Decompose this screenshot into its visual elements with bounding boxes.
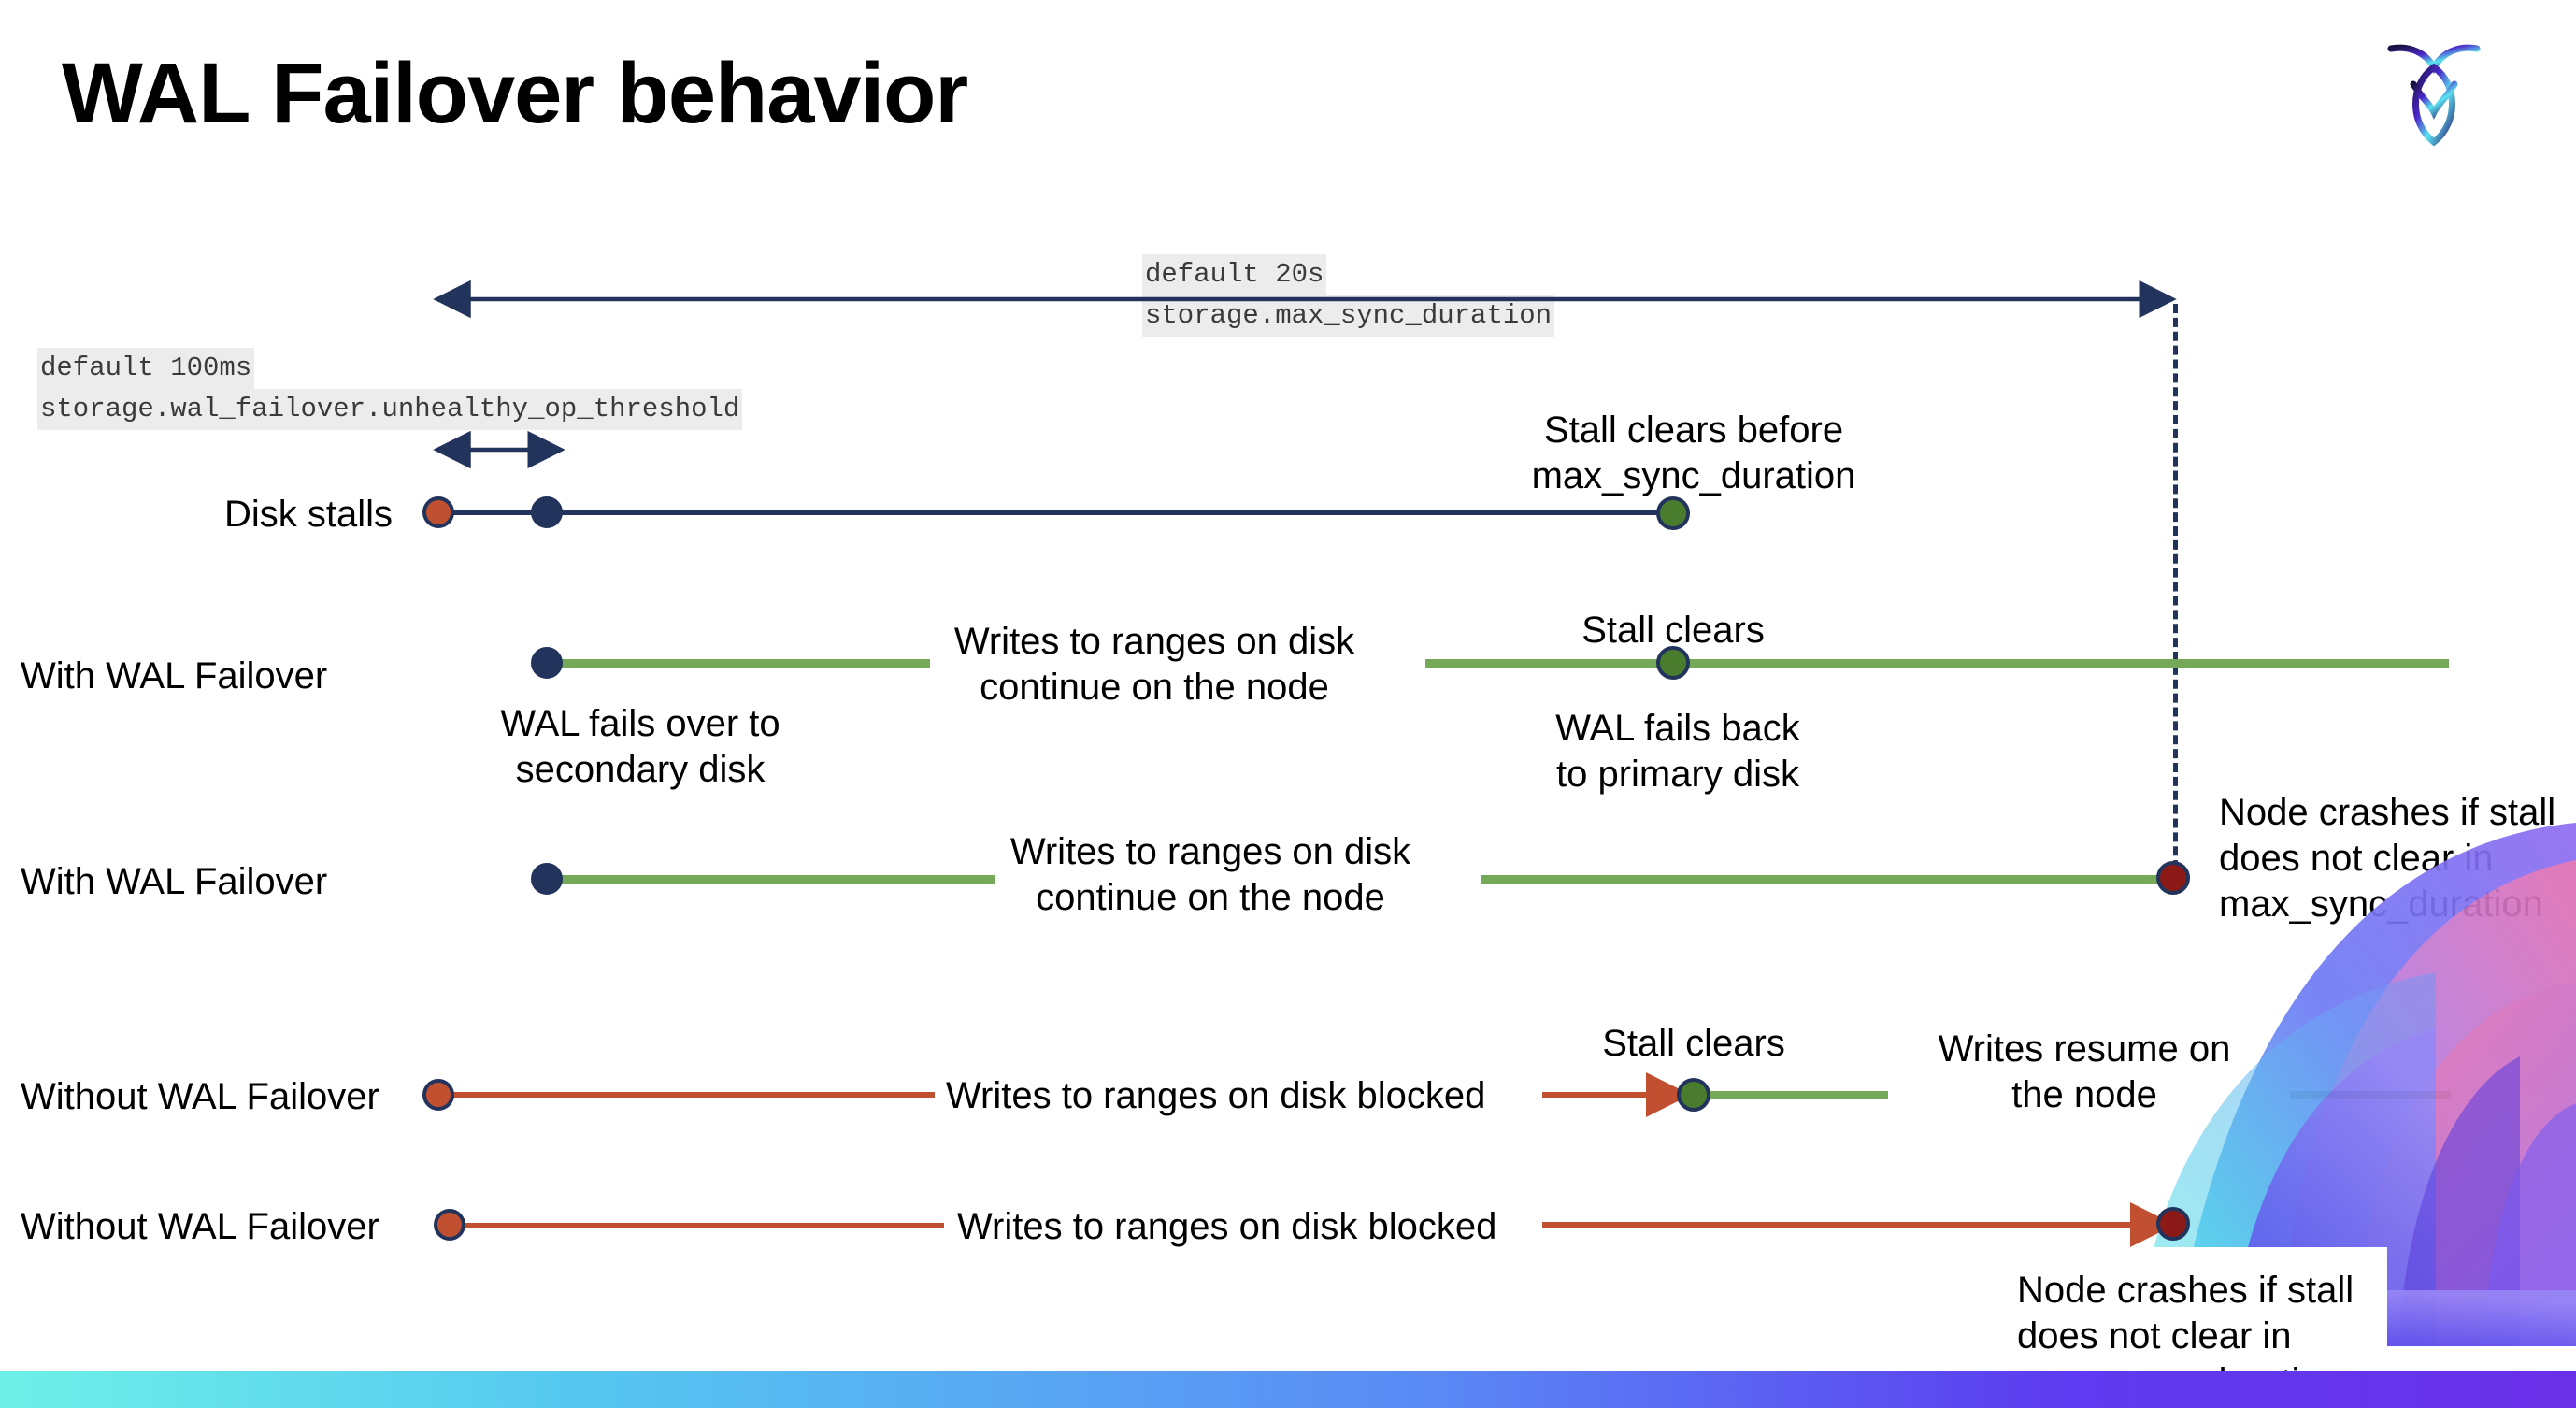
disk-stall-threshold-dot (531, 496, 563, 528)
annotation-unhealthy-op-threshold: default 100ms storage.wal_failover.unhea… (37, 348, 743, 431)
note-stall-clears-2: Stall clears (1602, 1023, 1785, 1064)
disk-stall-start-dot (422, 496, 454, 528)
without-failover-resume-track-a (1701, 1091, 1888, 1099)
row-label-with-wal-failover-clears: With WAL Failover (21, 655, 328, 697)
note-writes-resume: Writes resume on the node (1938, 1028, 2231, 1115)
note-writes-blocked-1: Writes to ranges on disk blocked (946, 1075, 1486, 1116)
note-wal-fails-over: WAL fails over to secondary disk (500, 703, 780, 790)
annotation-max-sync-setting: storage.max_sync_duration (1142, 295, 1555, 338)
wal-failback-dot (1656, 646, 1690, 680)
without-failover-blocked-track-b (454, 1223, 944, 1228)
page-title: WAL Failover behavior (62, 46, 968, 141)
disk-stalls-track (439, 510, 1675, 515)
annotation-max-sync-duration: default 20s storage.max_sync_duration (1142, 254, 1555, 338)
note-writes-blocked-2: Writes to ranges on disk blocked (957, 1206, 1497, 1247)
wal-failover-start-dot-2 (531, 863, 563, 895)
without-failover-stall-start-dot-1 (422, 1079, 454, 1111)
note-stall-clears-before: Stall clears before max_sync_duration (1531, 409, 1856, 496)
row-label-disk-stalls: Disk stalls (223, 494, 393, 535)
node-crash-dot-1 (2156, 861, 2190, 895)
annotation-max-sync-default: default 20s (1142, 254, 1327, 296)
note-stall-clears-1: Stall clears (1581, 610, 1765, 651)
row-label-with-wal-failover-crash: With WAL Failover (21, 861, 328, 902)
note-writes-continue-1: Writes to ranges on disk continue on the… (953, 621, 1355, 708)
annotation-unhealthy-setting: storage.wal_failover.unhealthy_op_thresh… (37, 389, 743, 431)
row-label-without-wal-failover-clears: Without WAL Failover (21, 1076, 379, 1117)
annotation-unhealthy-default: default 100ms (37, 348, 255, 390)
row-label-without-wal-failover-crash: Without WAL Failover (21, 1206, 379, 1247)
without-failover-blocked-track-a (441, 1092, 935, 1098)
with-failover-track-b (1425, 659, 2449, 668)
note-writes-continue-2: Writes to ranges on disk continue on the… (1009, 831, 1411, 918)
with-failover-track-a (551, 659, 930, 668)
max-sync-duration-dashed-guide (2173, 304, 2178, 884)
cockroachdb-logo-icon (2378, 26, 2490, 148)
bottom-gradient-bar (0, 1371, 2576, 1408)
without-failover-stall-clear-dot (1677, 1078, 1710, 1112)
with-failover-crash-track-b (1481, 875, 2173, 884)
with-failover-crash-track-a (551, 875, 995, 884)
disk-stall-clear-dot (1656, 496, 1690, 530)
note-wal-fails-back: WAL fails back to primary disk (1555, 708, 1800, 795)
without-failover-stall-start-dot-2 (434, 1209, 465, 1241)
node-crash-dot-2 (2156, 1207, 2190, 1241)
wal-failover-start-dot (531, 647, 563, 679)
